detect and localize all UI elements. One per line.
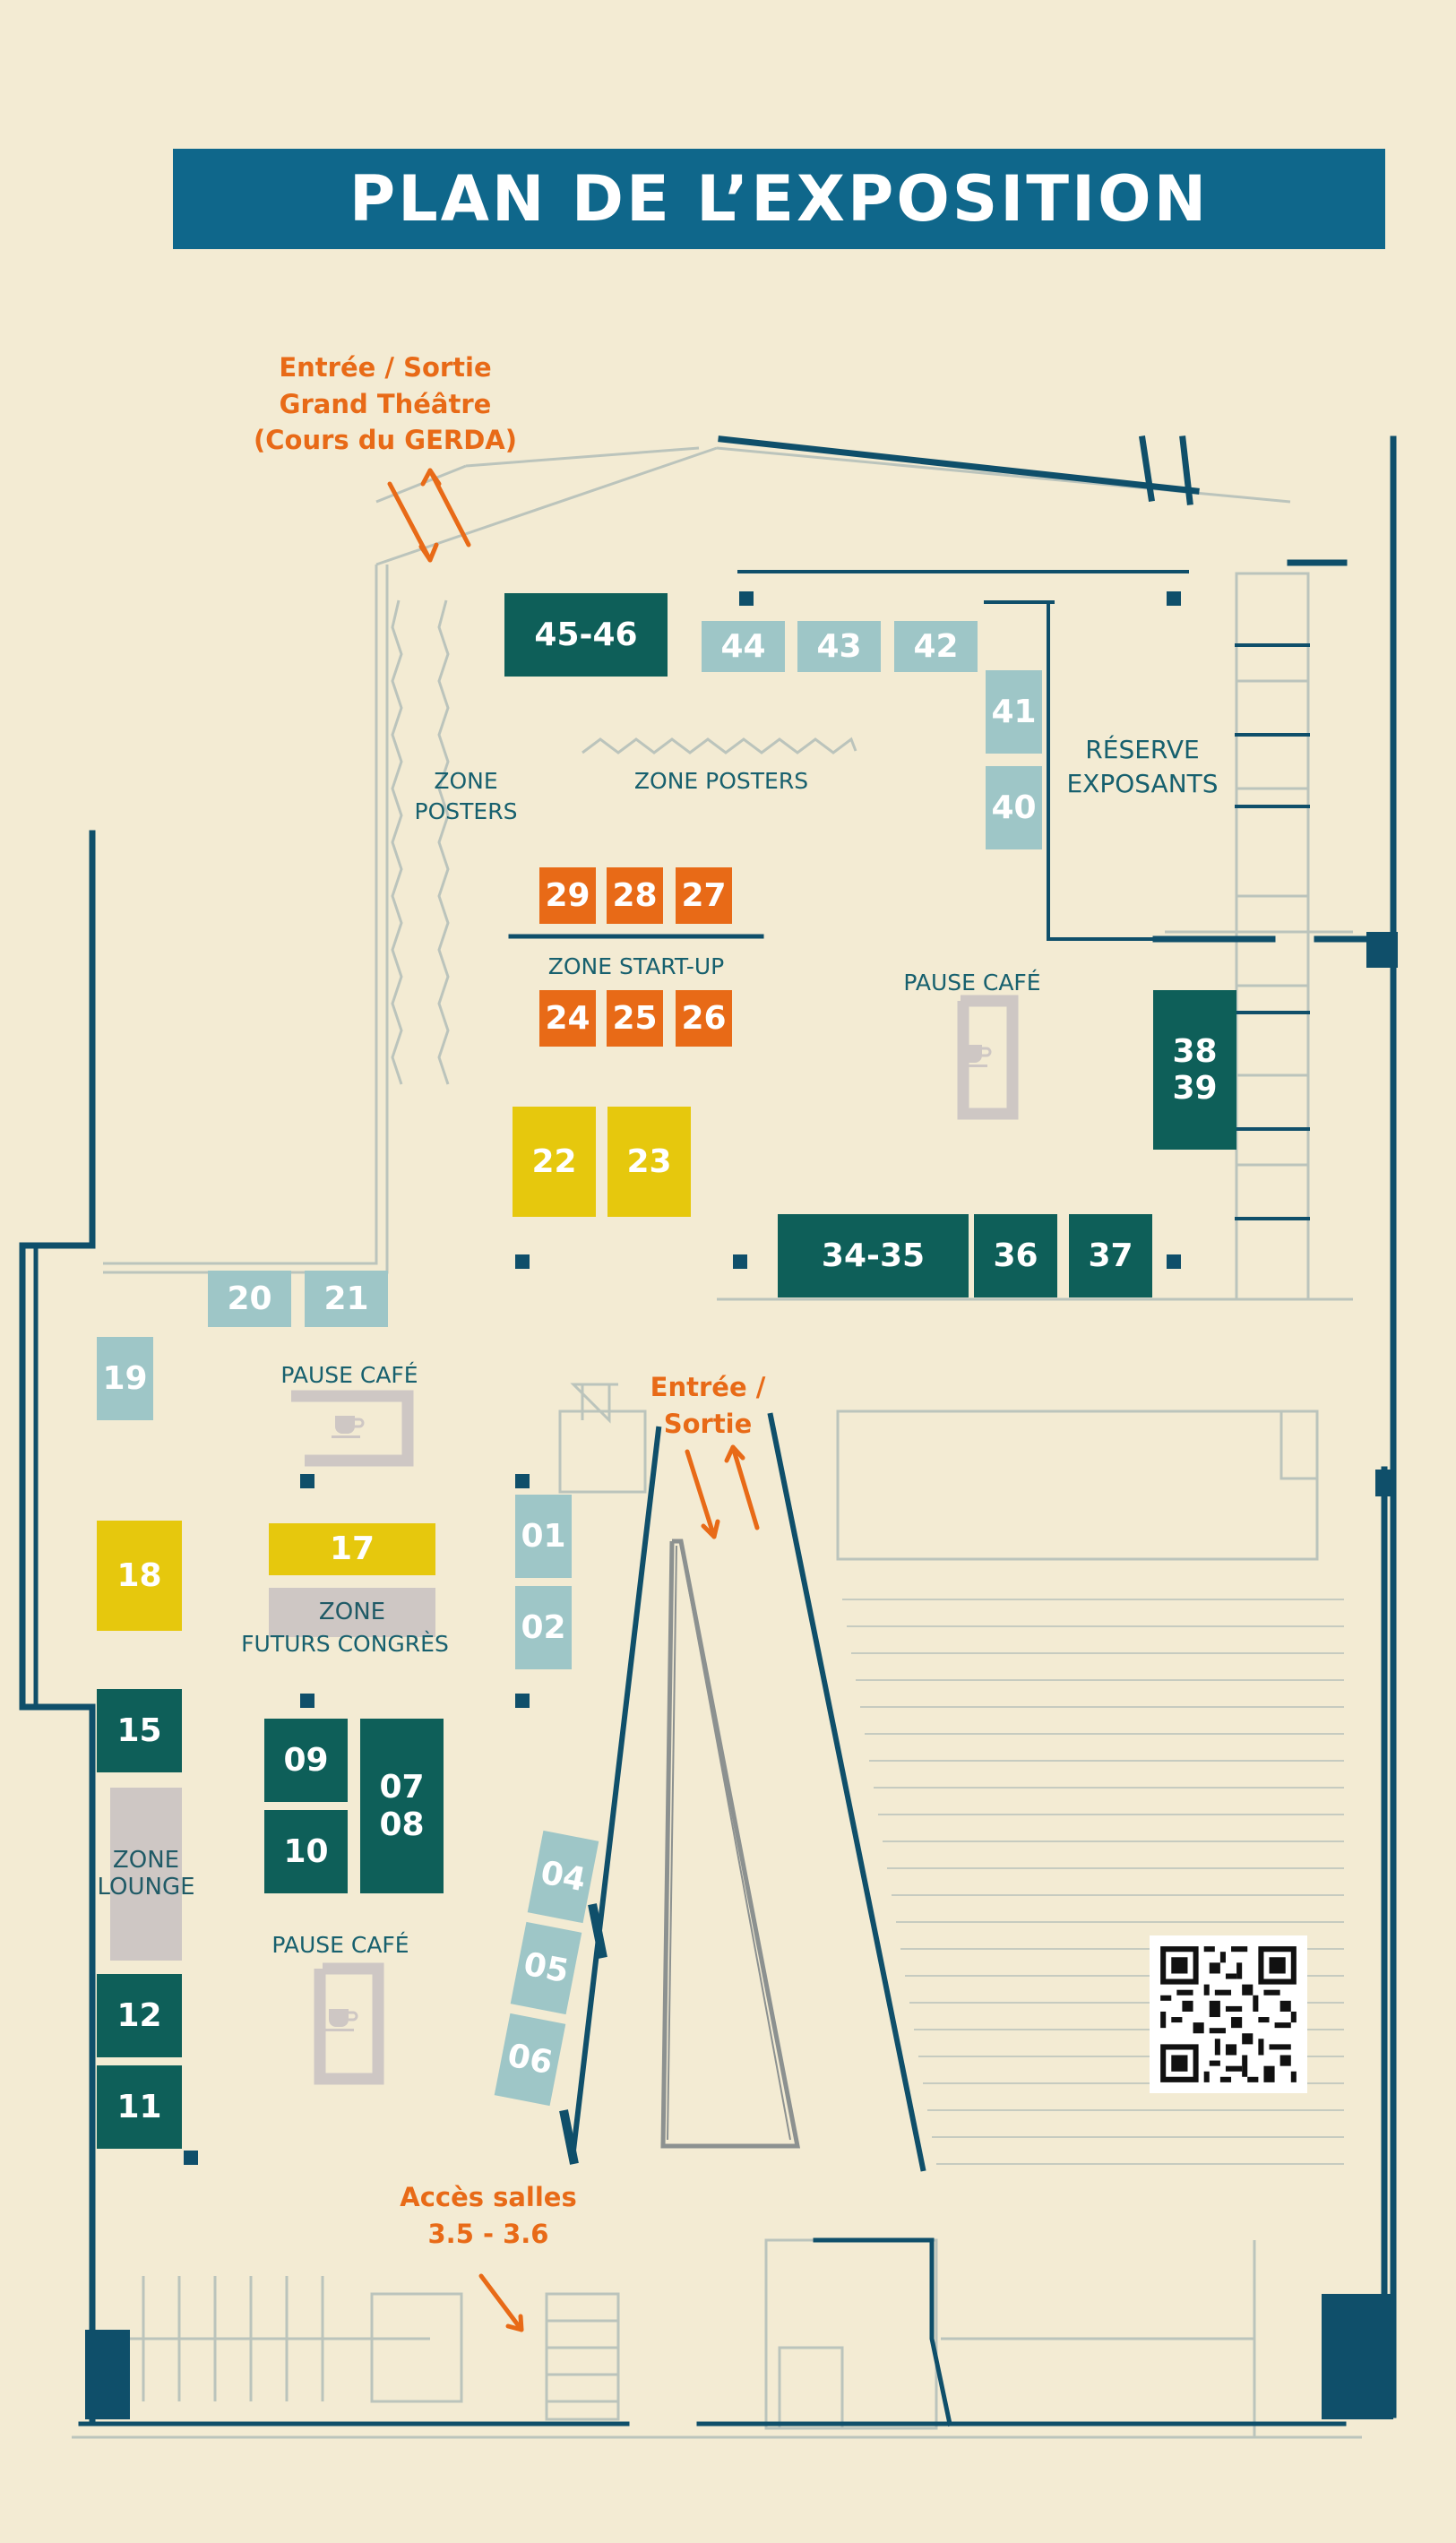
- qr-code-graphic: [1150, 1935, 1307, 2093]
- qr-code-icon[interactable]: [1150, 1935, 1307, 2093]
- zone-posters-horizontal-label: ZONE POSTERS: [633, 768, 809, 794]
- stand-15[interactable]: 15: [97, 1689, 182, 1772]
- stand-18[interactable]: 18: [97, 1521, 182, 1631]
- stand-19[interactable]: 19: [97, 1337, 153, 1420]
- pause-cafe-label: PAUSE CAFÉ: [280, 1362, 418, 1388]
- stand-11[interactable]: 11: [97, 2065, 182, 2149]
- access-salles-label: Accès salles 3.5 - 3.6: [400, 2182, 577, 2249]
- stand-36[interactable]: 36: [974, 1214, 1057, 1297]
- zone-startup-label: ZONE START-UP: [547, 953, 725, 979]
- coffee-cup-icon: [325, 2009, 358, 2031]
- futurs-congres-label: FUTURS CONGRÈS: [241, 1631, 449, 1657]
- stand-43[interactable]: 43: [797, 621, 881, 672]
- stand-44[interactable]: 44: [702, 621, 785, 672]
- zone-futurs-congres: ZONE: [269, 1588, 435, 1637]
- stand-29[interactable]: 29: [539, 867, 596, 924]
- page-title: PLAN DE L’EXPOSITION: [173, 149, 1385, 249]
- stand-23[interactable]: 23: [607, 1107, 691, 1217]
- stand-28[interactable]: 28: [607, 867, 663, 924]
- stand-42[interactable]: 42: [894, 621, 978, 672]
- pause-cafe-label: PAUSE CAFÉ: [903, 970, 1041, 996]
- coffee-counters: [291, 995, 1019, 2085]
- stand-07-08[interactable]: 07 08: [360, 1719, 444, 1893]
- main-entrance-label: Entrée / Sortie: [650, 1372, 766, 1439]
- pause-cafe-label: PAUSE CAFÉ: [271, 1932, 409, 1958]
- zone-posters-vertical-label: ZONE POSTERS: [414, 768, 518, 824]
- stand-40[interactable]: 40: [986, 766, 1042, 849]
- stand-41[interactable]: 41: [986, 670, 1042, 754]
- stand-20[interactable]: 20: [208, 1271, 291, 1327]
- in-out-arrows-icon: [387, 468, 760, 2332]
- stand-27[interactable]: 27: [676, 867, 732, 924]
- stand-34-35[interactable]: 34-35: [778, 1214, 969, 1297]
- stand-12[interactable]: 12: [97, 1974, 182, 2057]
- reserve-exposants-label: RÉSERVE EXPOSANTS: [1066, 735, 1219, 798]
- stand-21[interactable]: 21: [305, 1271, 388, 1327]
- zone-lounge: ZONE LOUNGE: [97, 1788, 195, 1961]
- coffee-cup-icon: [332, 1416, 365, 1438]
- coffee-cup-icon: [959, 1045, 992, 1067]
- stand-25[interactable]: 25: [607, 990, 663, 1047]
- stand-38-39[interactable]: 38 39: [1153, 990, 1236, 1150]
- stand-01[interactable]: 01: [515, 1495, 572, 1578]
- stand-24[interactable]: 24: [539, 990, 596, 1047]
- stand-17[interactable]: 17: [269, 1523, 435, 1575]
- stand-09[interactable]: 09: [264, 1719, 348, 1802]
- stand-45-46[interactable]: 45-46: [504, 593, 668, 677]
- stand-22[interactable]: 22: [513, 1107, 596, 1217]
- stand-02[interactable]: 02: [515, 1586, 572, 1669]
- stand-37[interactable]: 37: [1069, 1214, 1152, 1297]
- entrance-grand-theatre-label: Entrée / Sortie Grand Théâtre (Cours du …: [254, 352, 517, 456]
- stand-26[interactable]: 26: [676, 990, 732, 1047]
- stand-10[interactable]: 10: [264, 1810, 348, 1893]
